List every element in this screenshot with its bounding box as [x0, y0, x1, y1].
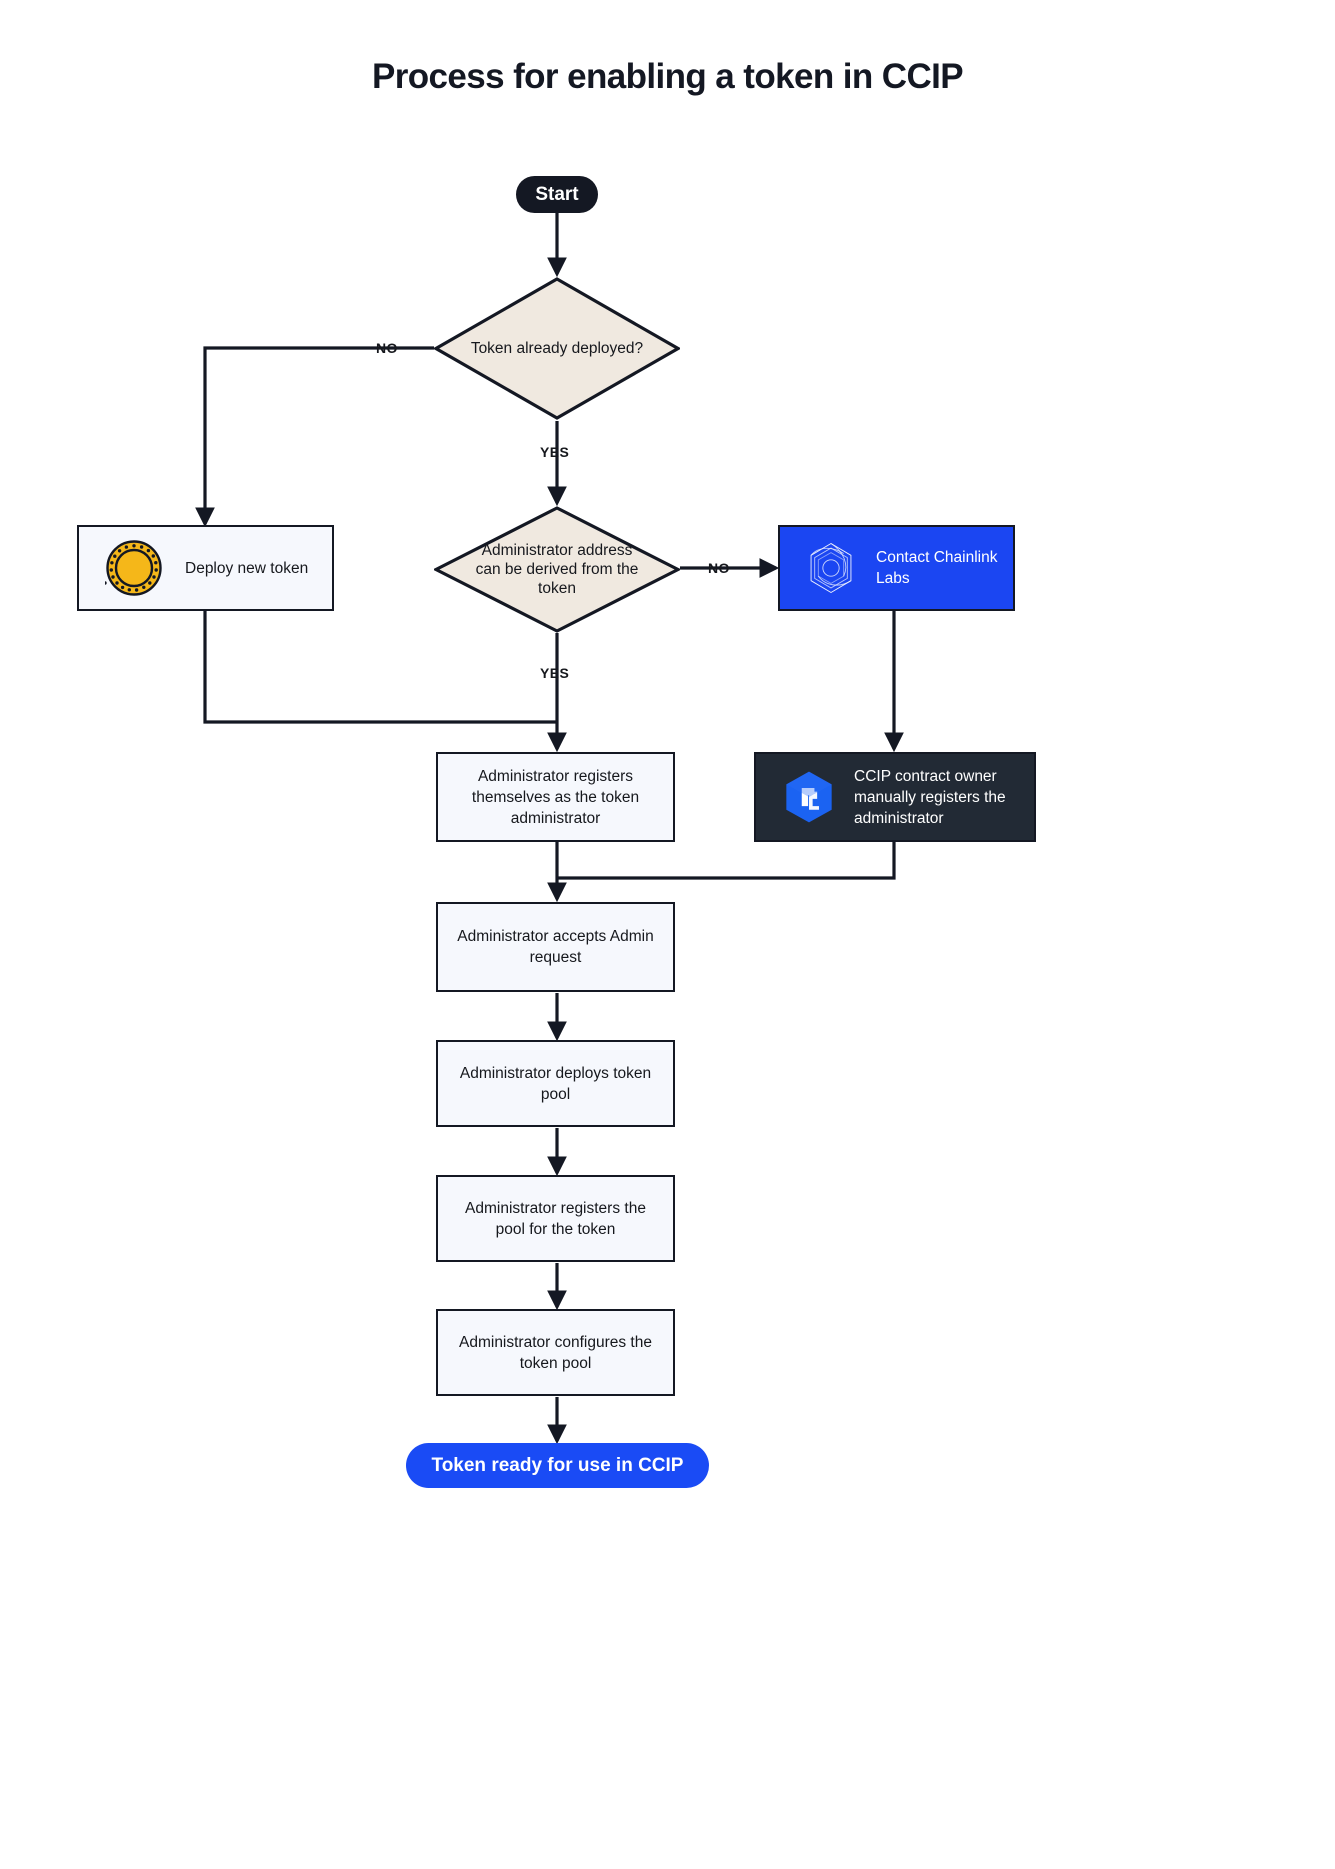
diamond-shape — [434, 277, 680, 420]
chainlink-hexagon-logo — [802, 539, 860, 597]
process-deploy-new-token-label: Deploy new token — [185, 559, 309, 577]
end-node-label: Token ready for use in CCIP — [431, 1454, 684, 1476]
edge-label-admin-no: NO — [708, 560, 730, 576]
ccip-cube-logo — [780, 768, 838, 826]
process-admin-registers-pool-label: Administrator registers the pool for the… — [465, 1199, 646, 1238]
process-contact-chainlink-labs-label: Contact Chainlink Labs — [876, 549, 998, 587]
start-node[interactable]: Start — [516, 176, 598, 213]
process-admin-configures-pool-label: Administrator configures the token pool — [459, 1333, 652, 1372]
gold-coin-icon — [103, 539, 163, 597]
process-ccip-owner-registers-admin[interactable]: CCIP contract owner manually registers t… — [754, 752, 1036, 842]
decision-admin-address-derived[interactable]: Administrator address can be derived fro… — [434, 506, 680, 633]
process-admin-configures-pool[interactable]: Administrator configures the token pool — [436, 1309, 675, 1396]
process-admin-deploys-token-pool[interactable]: Administrator deploys token pool — [436, 1040, 675, 1127]
process-admin-accepts-request-label: Administrator accepts Admin request — [457, 928, 654, 966]
decision-admin-address-derived-label: Administrator address can be derived fro… — [475, 542, 639, 597]
process-ccip-owner-registers-admin-label: CCIP contract owner manually registers t… — [854, 767, 1006, 827]
process-deploy-new-token[interactable]: Deploy new token — [77, 525, 334, 611]
start-label: Start — [535, 183, 579, 205]
edge-label-admin-yes: YES — [540, 665, 570, 681]
process-admin-accepts-request[interactable]: Administrator accepts Admin request — [436, 902, 675, 992]
process-admin-deploys-token-pool-label: Administrator deploys token pool — [459, 1064, 652, 1103]
end-node-token-ready[interactable]: Token ready for use in CCIP — [406, 1443, 709, 1488]
decision-token-already-deployed[interactable]: Token already deployed? — [434, 277, 680, 420]
process-admin-registers-self[interactable]: Administrator registers themselves as th… — [436, 752, 675, 842]
process-contact-chainlink-labs[interactable]: Contact Chainlink Labs — [778, 525, 1015, 611]
process-admin-registers-self-label: Administrator registers themselves as th… — [471, 767, 640, 827]
edge-label-deployed-no: NO — [376, 340, 398, 356]
decision-token-already-deployed-label: Token already deployed? — [470, 340, 644, 357]
diamond-shape — [434, 506, 680, 633]
process-admin-registers-pool[interactable]: Administrator registers the pool for the… — [436, 1175, 675, 1262]
edge-label-deployed-yes: YES — [540, 444, 570, 460]
page-title: Process for enabling a token in CCIP — [371, 57, 964, 96]
